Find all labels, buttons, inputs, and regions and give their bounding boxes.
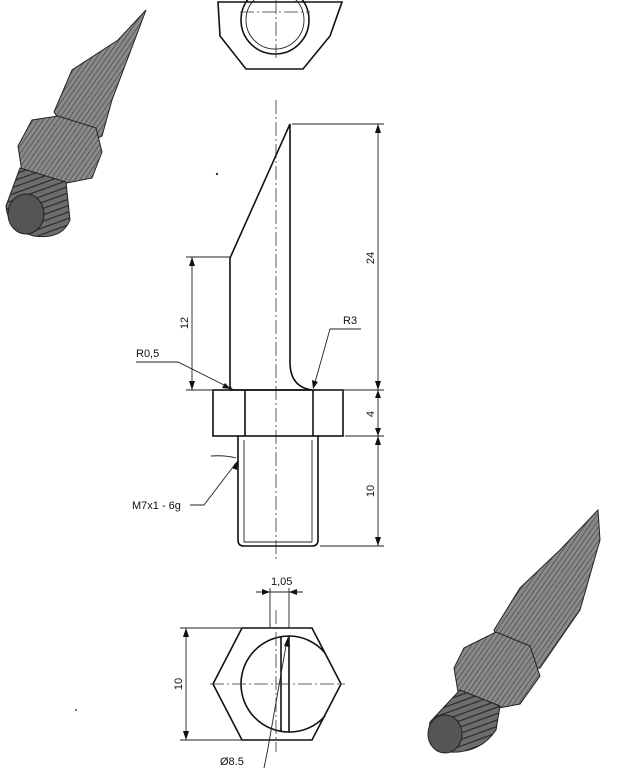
callout-thread-spec: M7x1 - 6g: [132, 500, 181, 512]
blade-outline: [229, 123, 313, 391]
isometric-view-bottom-right: [427, 508, 601, 754]
dim-hex-height: 4: [365, 411, 377, 417]
threaded-shank: [237, 436, 319, 547]
top-view-inner-circle: [245, 0, 305, 50]
hex-collar: [212, 389, 344, 437]
bottom-view-bore: [240, 635, 326, 733]
iso-hex-bottom-right: [453, 631, 541, 711]
bottom-view: 1,05 10 Ø8.5: [173, 576, 345, 768]
dim-blade-thickness: 1,05: [271, 576, 292, 588]
dim-blade-step-height: 12: [179, 317, 191, 329]
iso-hex-top-left: [17, 115, 103, 185]
front-view: 24 4 10 12 R0,5 R3 M7x1 - 6g: [132, 100, 384, 560]
callout-bore-diameter: Ø8.5: [220, 756, 244, 768]
dim-hex-across-flats: 10: [173, 678, 185, 690]
top-view-bore: [240, 0, 310, 55]
isometric-view-top-left: [5, 9, 147, 238]
dim-thread-length: 10: [365, 485, 377, 497]
top-view: [217, 0, 344, 70]
callout-fillet-large: R3: [343, 315, 357, 327]
dim-overall-tip-height: 24: [365, 252, 377, 264]
top-view-hexagon: [217, 1, 344, 70]
callout-fillet-small: R0,5: [136, 348, 159, 360]
